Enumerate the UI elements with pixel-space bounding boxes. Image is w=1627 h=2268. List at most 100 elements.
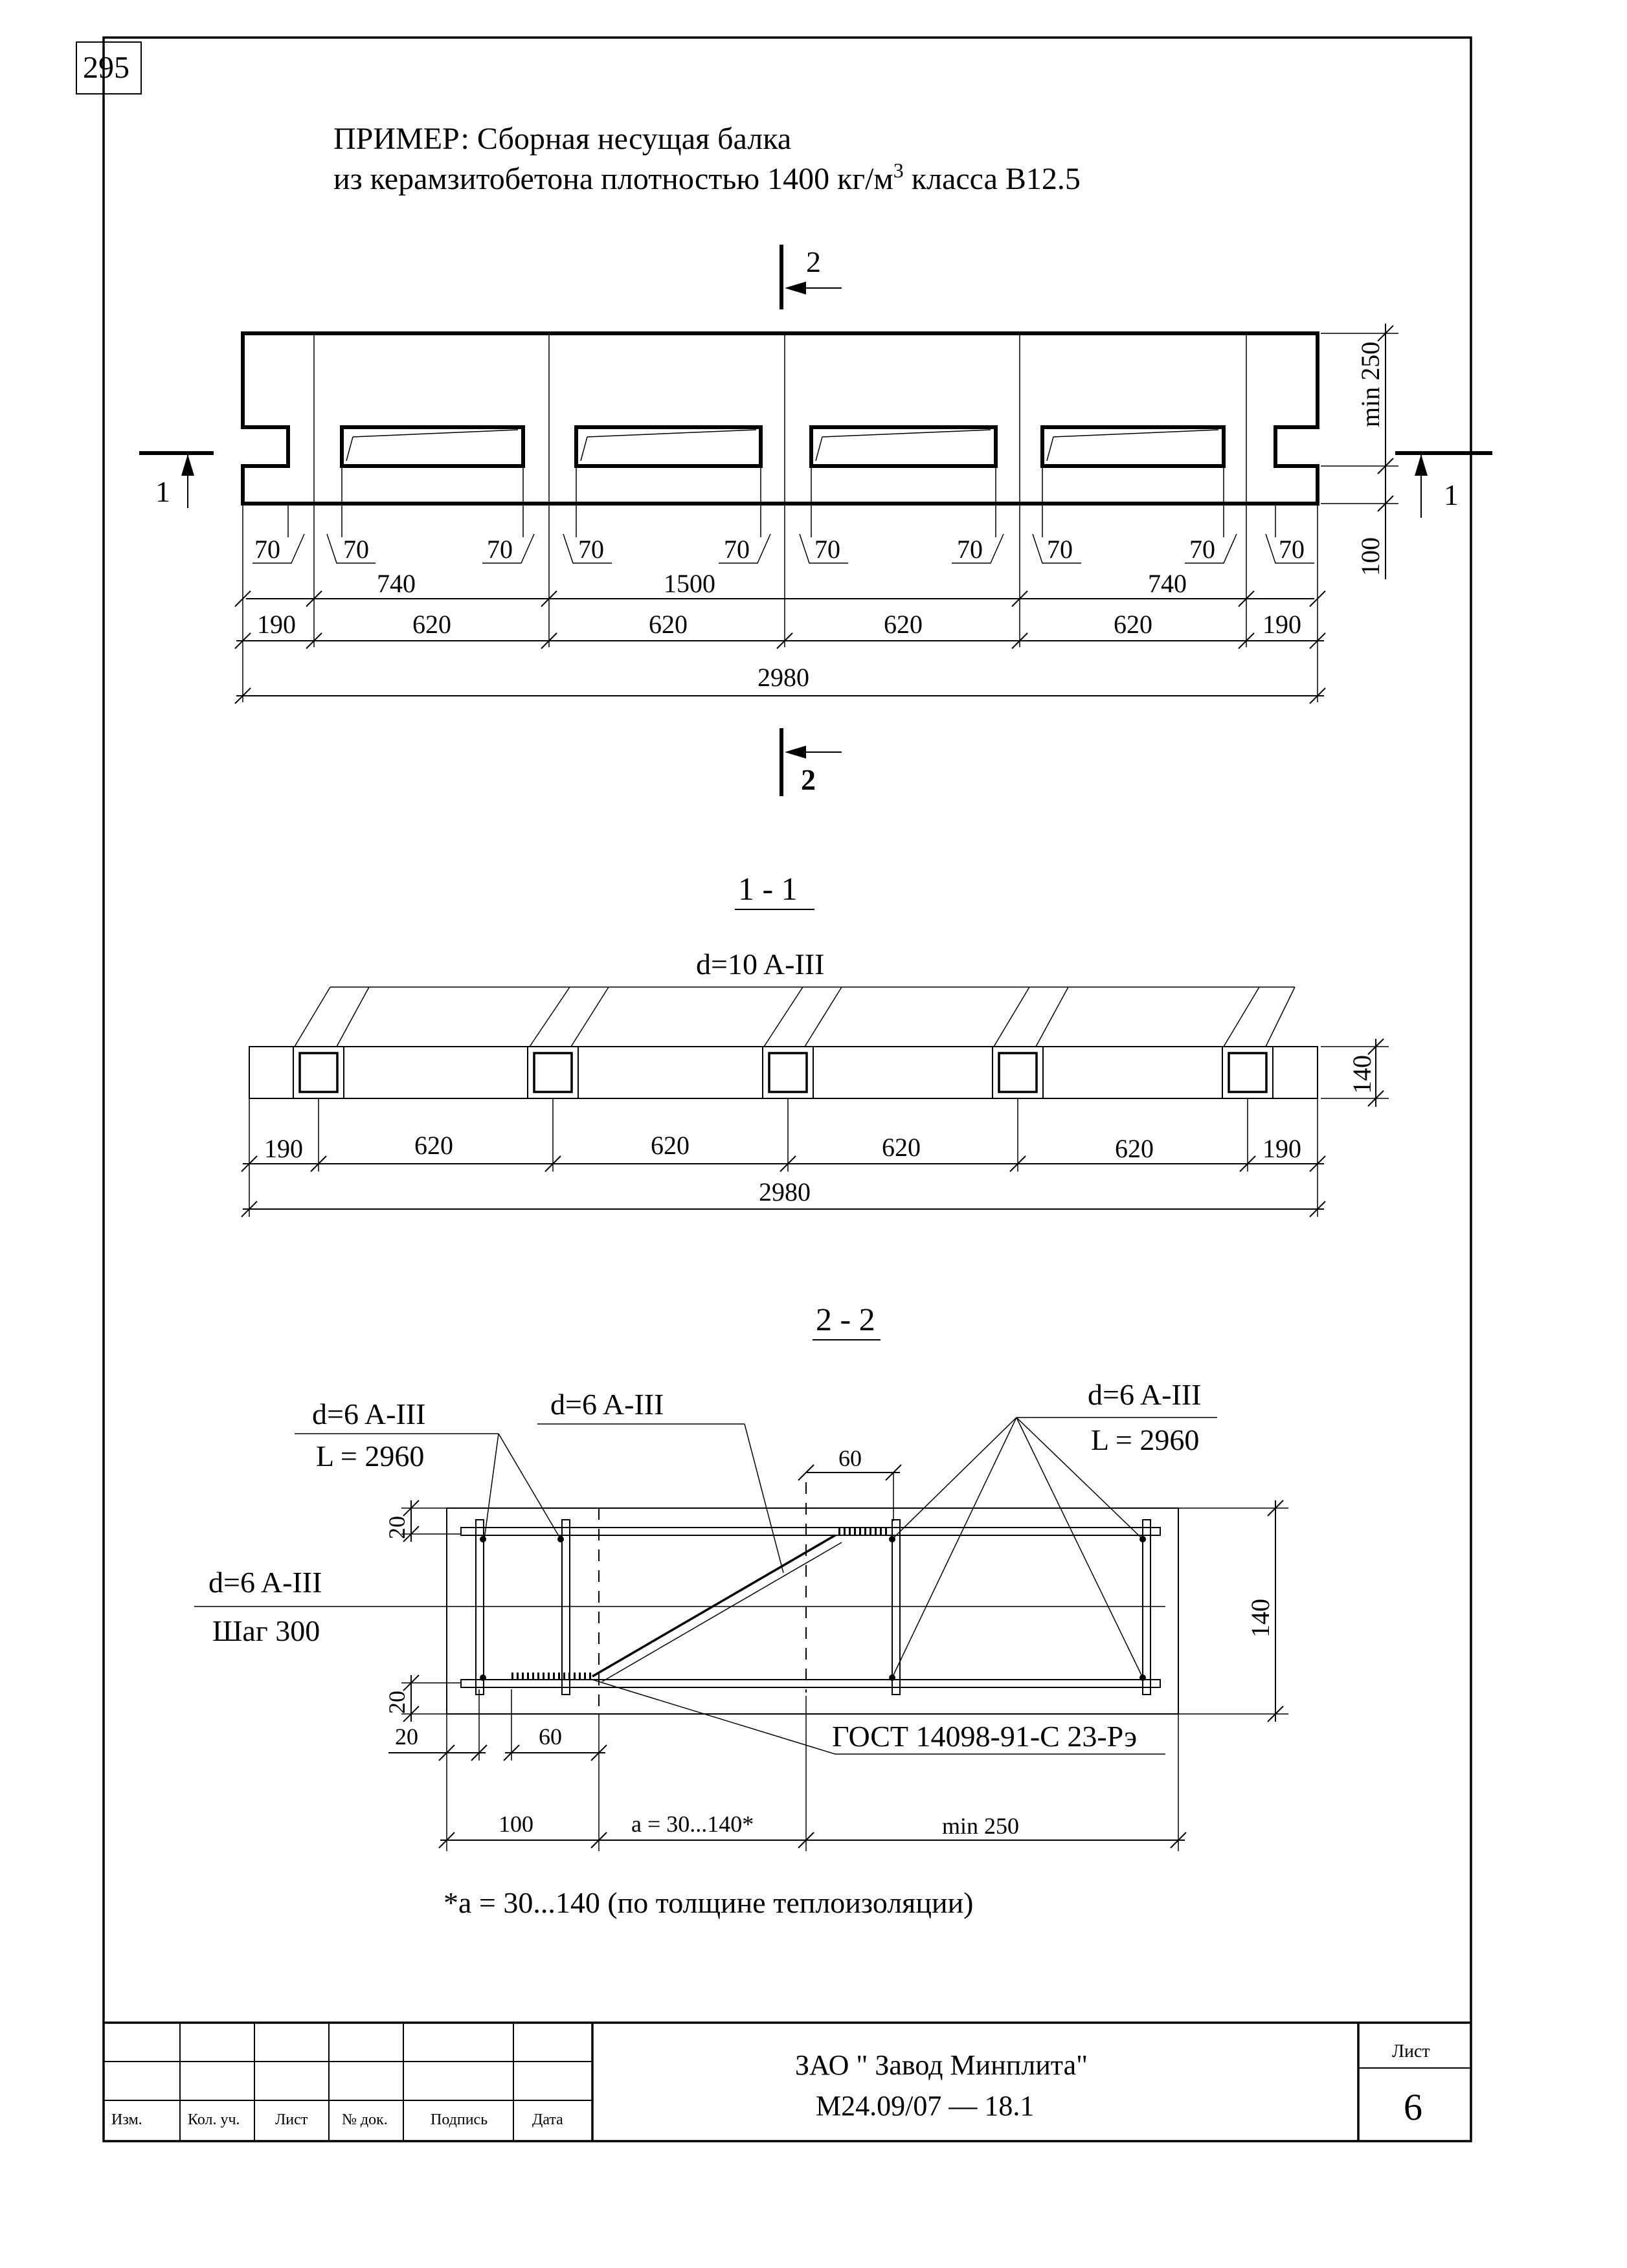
module-dim-2: 620 <box>412 610 451 639</box>
notch-dim-7: 70 <box>957 535 983 564</box>
page-number: 295 <box>83 50 129 85</box>
title-line-2-main: из керамзитобетона плотностью 1400 кг/м <box>333 162 893 196</box>
vertical-bar-1 <box>475 1519 484 1695</box>
section-mark-1-right-label: 1 <box>1444 478 1459 511</box>
vertical-bar-2 <box>561 1519 570 1695</box>
dim-60-bottom: 60 <box>539 1724 562 1750</box>
total-dim: 2980 <box>757 663 809 692</box>
section-1-1-thickness: 140 <box>1347 1055 1376 1094</box>
title-line-1: ПРИМЕР: Сборная несущая балка <box>333 122 791 156</box>
notch-dim-5: 70 <box>724 535 750 564</box>
label-top-left-1: d=6 A-III <box>312 1397 425 1430</box>
opening-span-3: 740 <box>1148 569 1187 598</box>
title-line-2-sup: 3 <box>893 159 904 182</box>
opening-span-1: 740 <box>377 569 416 598</box>
tb-header-1: Изм. <box>111 2111 142 2128</box>
section-2-2-outline <box>446 1507 1179 1715</box>
module-dim-1: 190 <box>257 610 296 639</box>
tb-sheet-number: 6 <box>1404 2086 1422 2128</box>
notch-dim-4: 70 <box>578 535 604 564</box>
tb-header-3: Лист <box>275 2111 308 2128</box>
module-dim-3: 620 <box>649 610 688 639</box>
section-1-1-dim-3: 620 <box>651 1131 690 1160</box>
tb-doc-code: М24.09/07 — 18.1 <box>816 2090 1034 2122</box>
section-1-1-total: 2980 <box>759 1177 811 1206</box>
top-longitudinal-bar <box>460 1527 1161 1536</box>
section-1-1-dim-6: 190 <box>1262 1134 1301 1163</box>
page-number-box: 295 <box>76 41 142 94</box>
opening-span-2: 1500 <box>664 569 715 598</box>
label-top-left-2: L = 2960 <box>316 1440 424 1473</box>
dim-100: 100 <box>499 1811 533 1837</box>
label-top-right-2: L = 2960 <box>1091 1423 1199 1456</box>
beam-outline <box>241 331 1319 506</box>
label-top-mid: d=6 A-III <box>550 1388 664 1421</box>
section-1-1-dim-2: 620 <box>414 1131 453 1160</box>
bottom-longitudinal-bar <box>460 1679 1161 1688</box>
section-mark-2-bottom-label: 2 <box>801 763 816 796</box>
module-dim-4: 620 <box>884 610 923 639</box>
tb-header-2: Кол. уч. <box>188 2111 240 2128</box>
section-mark-1-left: 1 <box>139 451 214 508</box>
section-mark-2-top: 2 <box>780 245 842 309</box>
cage-3 <box>762 1046 814 1099</box>
title-line-2: из керамзитобетона плотностью 1400 кг/м3… <box>333 159 1081 196</box>
section-mark-1-left-label: 1 <box>155 475 170 508</box>
dim-20-horizontal: 20 <box>395 1724 418 1750</box>
section-1-1-outline <box>249 1046 1318 1099</box>
tb-header-4: № док. <box>342 2111 388 2128</box>
cage-2 <box>527 1046 579 1099</box>
section-1-1-dim-5: 620 <box>1115 1134 1154 1163</box>
label-top-right-1: d=6 A-III <box>1088 1378 1201 1411</box>
notch-dim-6: 70 <box>814 535 840 564</box>
vertical-bar-3 <box>892 1519 901 1695</box>
weld-marks <box>511 1528 887 1680</box>
dim-20-top: 20 <box>384 1516 410 1539</box>
footnote: *a = 30...140 (по толщине теплоизоляции) <box>443 1886 974 1919</box>
section-mark-2-top-label: 2 <box>806 245 821 278</box>
elevation-view: 2 1 <box>139 245 1492 796</box>
notch-dim-10: 70 <box>1279 535 1305 564</box>
total-dimension: 2980 <box>234 663 1326 704</box>
label-left-1: d=6 A-III <box>208 1566 322 1599</box>
notch-dim-8: 70 <box>1047 535 1073 564</box>
section-1-1: 1 - 1 d=10 A-III 140 <box>241 871 1389 1217</box>
cage-5 <box>1222 1046 1274 1099</box>
opening-span-dimensions: 740 1500 740 <box>234 504 1326 702</box>
label-left-2: Шаг 300 <box>212 1614 320 1647</box>
section-2-2: 2 - 2 d=6 A-III L = 2960 d=6 A-III d=6 A… <box>194 1301 1288 1851</box>
dim-20-bottom: 20 <box>384 1691 410 1714</box>
cage-4 <box>992 1046 1044 1099</box>
module-dimensions: 190 620 620 620 620 190 <box>234 504 1326 649</box>
dim-a: a = 30...140* <box>631 1811 754 1837</box>
tb-header-5: Подпись <box>431 2111 488 2128</box>
tb-company: ЗАО " Завод Минплита" <box>795 2049 1088 2081</box>
section-2-2-title: 2 - 2 <box>816 1301 875 1337</box>
vertical-bar-4 <box>1142 1519 1151 1695</box>
dim-min250: min 250 <box>942 1813 1019 1839</box>
section-1-1-dim-1: 190 <box>264 1134 303 1163</box>
section-1-1-rebar-label: d=10 A-III <box>696 948 824 981</box>
section-mark-1-right: 1 <box>1395 451 1492 518</box>
height-dim-bottom: 100 <box>1356 537 1385 576</box>
notch-dim-1: 70 <box>254 535 280 564</box>
diagonal-bar <box>592 1534 836 1678</box>
height-dim-top: min 250 <box>1356 342 1385 427</box>
sheet-frame <box>102 36 1472 2142</box>
dim-60-top: 60 <box>838 1445 862 1471</box>
title-line-2-suffix: класса В12.5 <box>904 162 1081 196</box>
dim-140: 140 <box>1246 1599 1275 1638</box>
opening-4 <box>1040 425 1226 468</box>
opening-2 <box>574 425 763 468</box>
height-dimensions: min 250 100 <box>1321 324 1398 579</box>
module-dim-5: 620 <box>1114 610 1152 639</box>
notch-dim-2: 70 <box>343 535 369 564</box>
cage-1 <box>293 1046 344 1099</box>
module-dim-6: 190 <box>1262 610 1301 639</box>
section-mark-2-bottom: 2 <box>780 728 842 796</box>
opening-1 <box>340 425 525 468</box>
tb-sheet-label: Лист <box>1392 2041 1430 2062</box>
title-block: Изм. Кол. уч. Лист № док. Подпись Дата З… <box>104 2021 1471 2141</box>
notch-dim-9: 70 <box>1189 535 1215 564</box>
